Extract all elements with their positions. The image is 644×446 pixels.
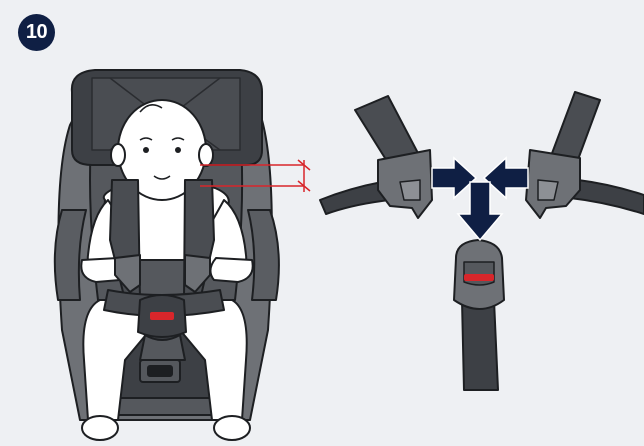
crotch-strap [462, 300, 498, 390]
direction-arrows-icon [432, 158, 528, 240]
child-seat-illustration [55, 70, 279, 440]
harness-buckle-scene [320, 92, 644, 390]
step-number-badge: 10 [18, 14, 55, 51]
